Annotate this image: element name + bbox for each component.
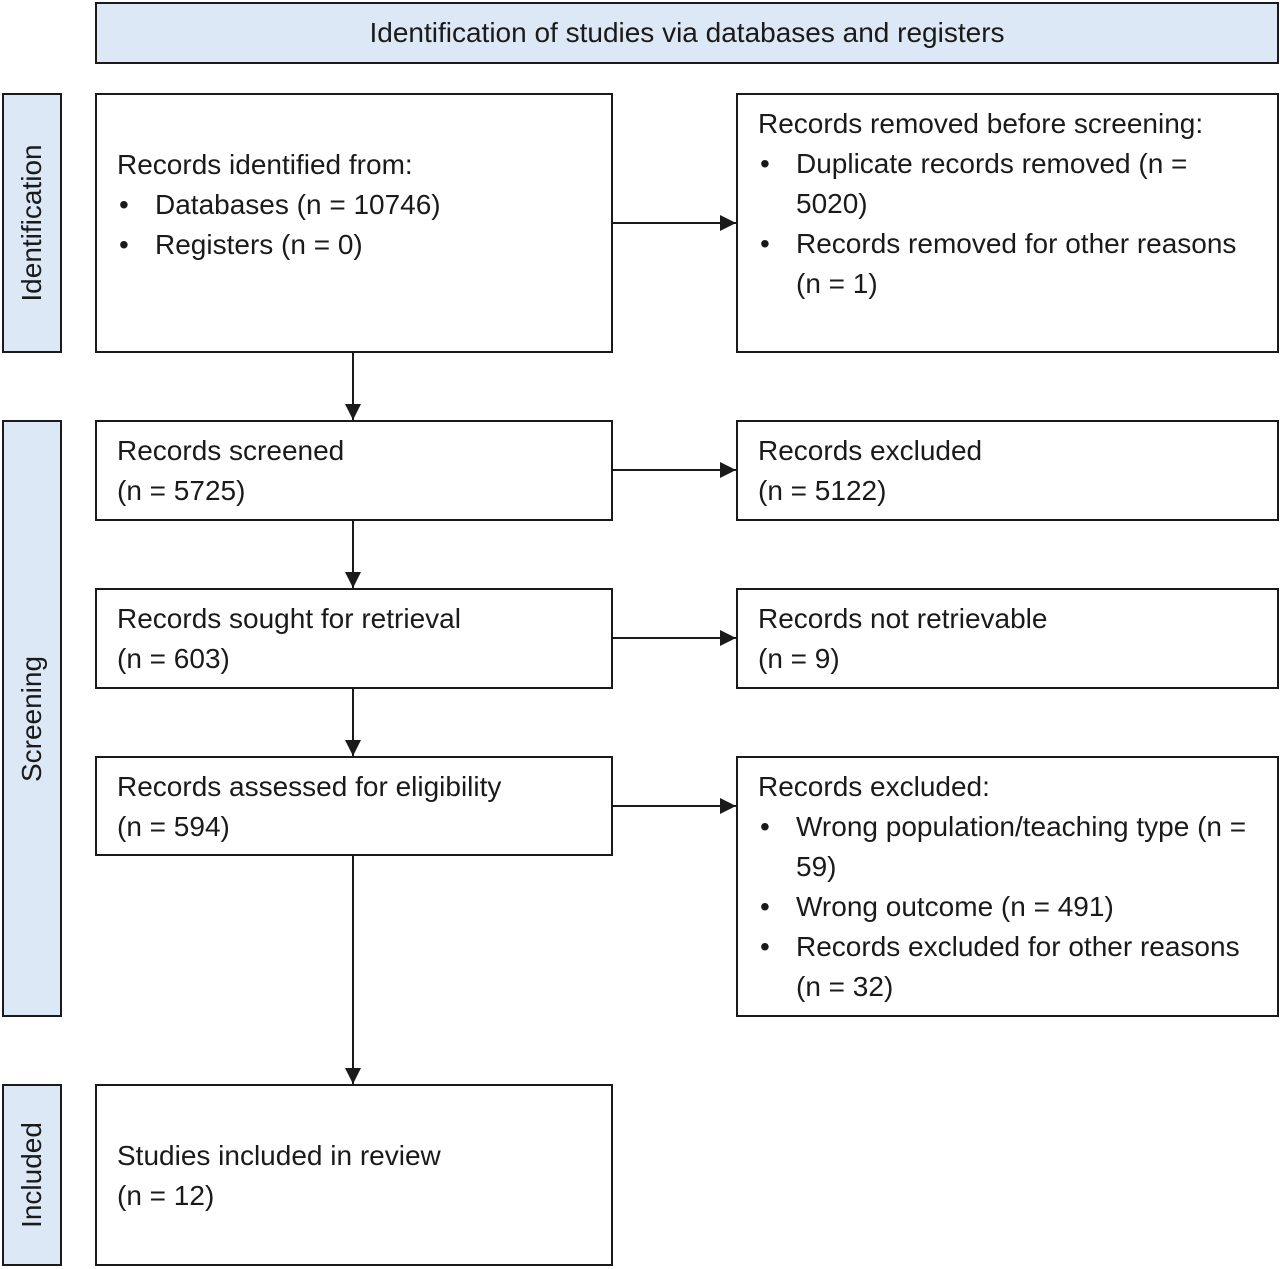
records-removed-box: Records removed before screening: Duplic… xyxy=(736,93,1279,353)
records-assessed-label: Records assessed for eligibility xyxy=(117,771,502,802)
list-item: Duplicate records removed (n = 5020) xyxy=(758,144,1261,224)
studies-included-label: Studies included in review xyxy=(117,1140,441,1171)
header-box: Identification of studies via databases … xyxy=(95,2,1279,64)
records-excluded-box: Records excluded (n = 5122) xyxy=(736,420,1279,521)
list-item: Registers (n = 0) xyxy=(117,225,595,265)
stage-screening-label: Screening xyxy=(16,655,47,782)
records-excluded-reasons-heading: Records excluded: xyxy=(758,771,990,802)
stage-screening: Screening xyxy=(2,420,62,1017)
studies-included-count: (n = 12) xyxy=(117,1180,215,1211)
stage-included-label: Included xyxy=(16,1122,47,1228)
records-identified-heading: Records identified from: xyxy=(117,149,413,180)
stage-identification-label: Identification xyxy=(16,144,47,302)
list-item: Records removed for other reasons (n = 1… xyxy=(758,224,1261,304)
list-item: Records excluded for other reasons (n = … xyxy=(758,927,1261,1007)
records-assessed-count: (n = 594) xyxy=(117,811,230,842)
stage-identification: Identification xyxy=(2,93,62,353)
records-sought-label: Records sought for retrieval xyxy=(117,603,461,634)
records-not-retrievable-box: Records not retrievable (n = 9) xyxy=(736,588,1279,689)
list-item: Wrong population/teaching type (n = 59) xyxy=(758,807,1261,887)
header-title: Identification of studies via databases … xyxy=(369,17,1005,48)
records-not-retrievable-count: (n = 9) xyxy=(758,643,840,674)
list-item: Wrong outcome (n = 491) xyxy=(758,887,1261,927)
records-excluded-label: Records excluded xyxy=(758,435,983,466)
records-removed-heading: Records removed before screening: xyxy=(758,108,1204,139)
records-excluded-count: (n = 5122) xyxy=(758,475,887,506)
records-excluded-reasons-box: Records excluded: Wrong population/teach… xyxy=(736,756,1279,1017)
stage-included: Included xyxy=(2,1084,62,1266)
records-screened-label: Records screened xyxy=(117,435,345,466)
records-sought-count: (n = 603) xyxy=(117,643,230,674)
records-screened-count: (n = 5725) xyxy=(117,475,246,506)
records-screened-box: Records screened (n = 5725) xyxy=(95,420,613,521)
records-not-retrievable-label: Records not retrievable xyxy=(758,603,1048,634)
studies-included-box: Studies included in review (n = 12) xyxy=(95,1084,613,1266)
list-item: Databases (n = 10746) xyxy=(117,185,595,225)
records-assessed-box: Records assessed for eligibility (n = 59… xyxy=(95,756,613,856)
records-identified-box: Records identified from: Databases (n = … xyxy=(95,93,613,353)
records-sought-box: Records sought for retrieval (n = 603) xyxy=(95,588,613,689)
